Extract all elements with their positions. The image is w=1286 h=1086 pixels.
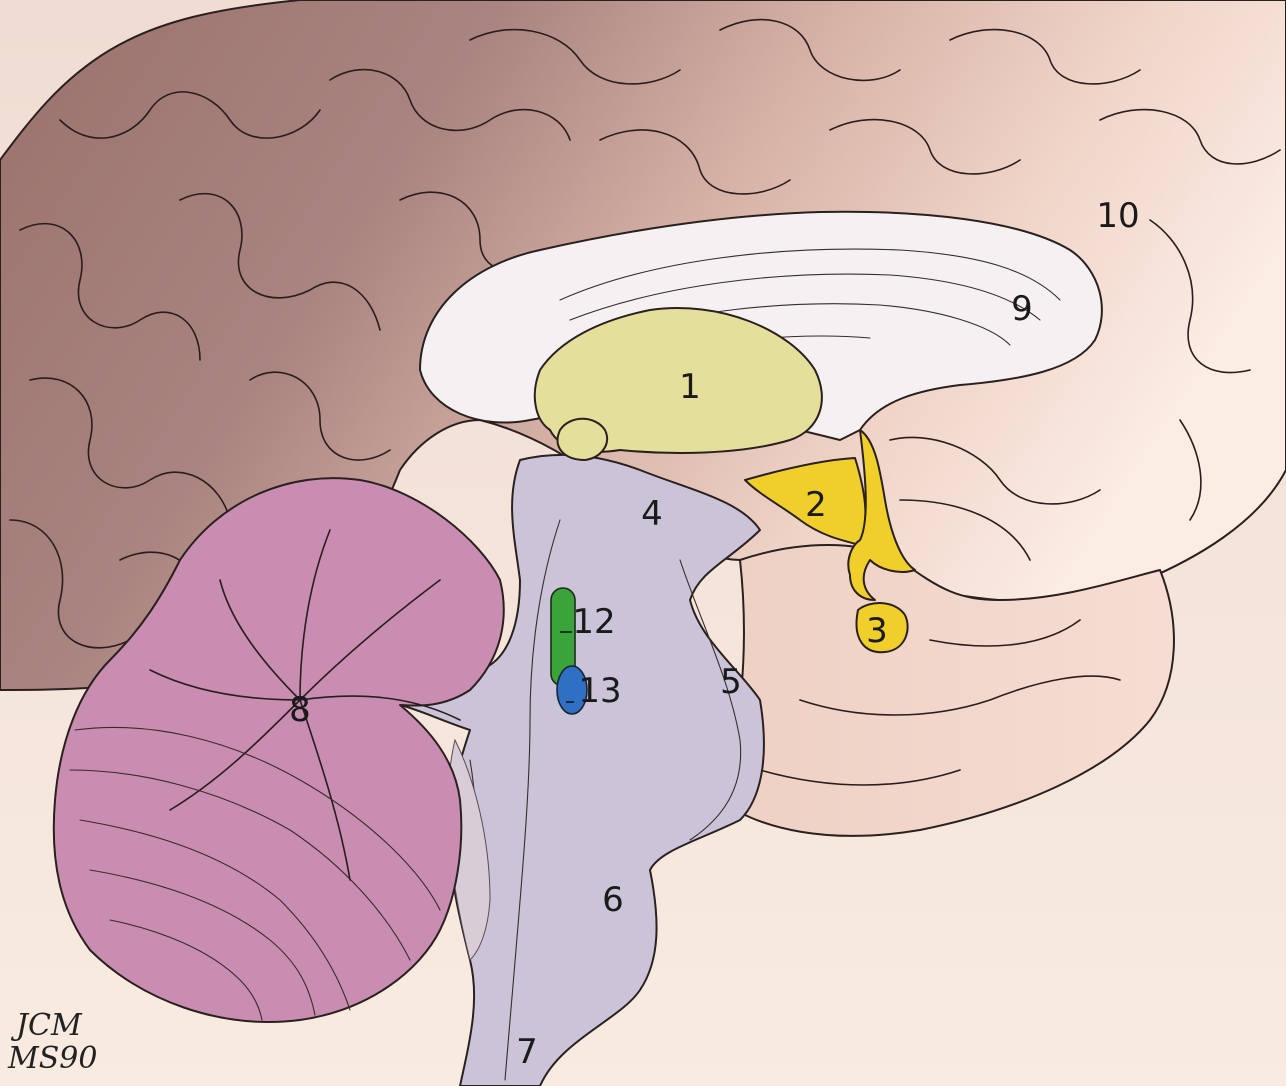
thalamus-tubercle <box>556 417 608 461</box>
label-9: 9 <box>1011 289 1033 329</box>
label-2: 2 <box>805 485 827 525</box>
cerebellar-folia <box>69 529 461 1021</box>
signature-line-2: MS90 <box>7 1041 97 1076</box>
signature-line-1: JCM <box>10 1008 83 1043</box>
gyri-lines <box>9 18 1281 786</box>
label-7: 7 <box>516 1032 538 1072</box>
label-4: 4 <box>641 494 663 534</box>
label-5: 5 <box>720 662 742 702</box>
thalamus <box>533 307 823 454</box>
label-10: 10 <box>1096 196 1139 236</box>
label-8: 8 <box>289 690 311 730</box>
label-6: 6 <box>602 880 624 920</box>
label-1: 1 <box>679 367 701 407</box>
label-13: 13 <box>578 671 621 711</box>
nucleus-13 <box>556 665 588 715</box>
infundibulum <box>847 429 916 601</box>
pituitary-gland <box>855 602 909 654</box>
label-12: 12 <box>572 602 615 642</box>
cerebellum <box>52 477 505 1023</box>
label-3: 3 <box>866 611 888 651</box>
